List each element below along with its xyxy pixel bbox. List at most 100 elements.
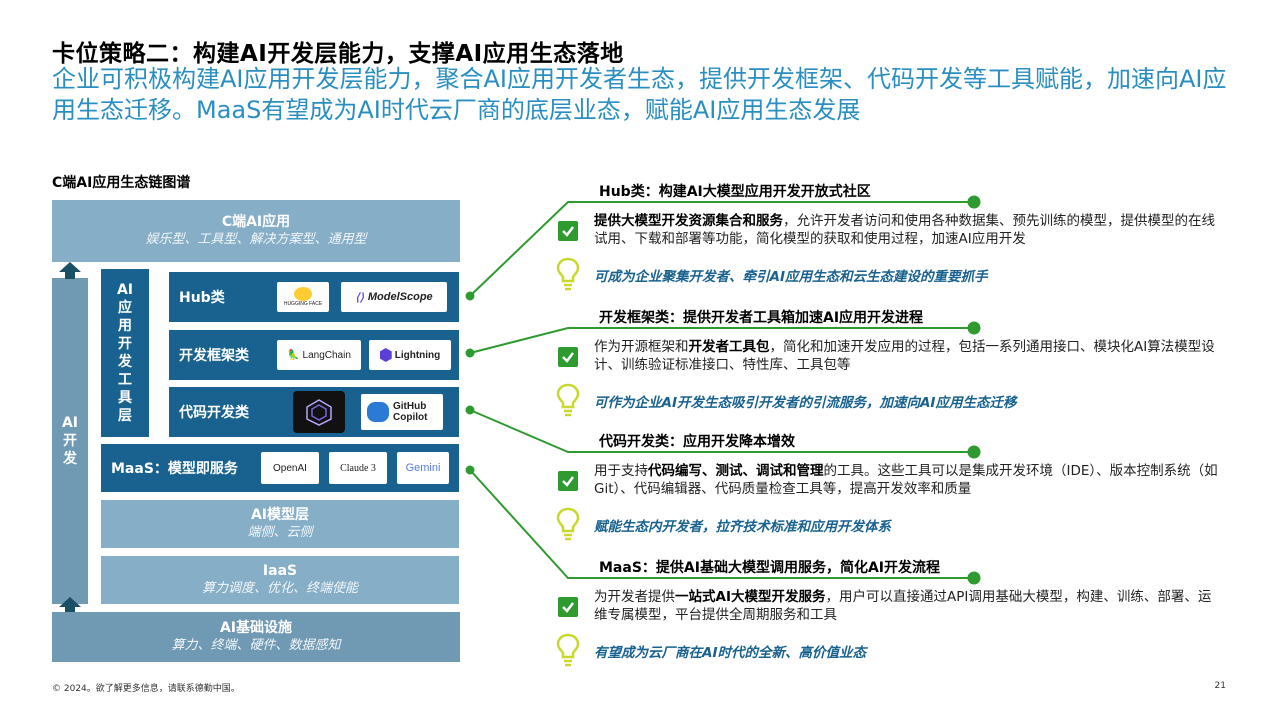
connector-maas: [469, 469, 974, 579]
section-body-rest: ，用户可以直接通过API调用基础大模型，构建、训练、部署、运维专属模型，平台提供…: [594, 589, 1212, 623]
connector-dot: [967, 445, 981, 459]
ai-model-layer-title: AI模型层: [250, 507, 310, 523]
section-note: 可成为企业聚集开发者、牵引AI应用生态和云生态建设的重要抓手: [594, 269, 988, 285]
section-heading: Hub类：构建AI大模型应用开发开放式社区: [599, 184, 871, 200]
hub-row: Hub类 HUGGING FACE ⟨⟩ ModelScope: [169, 272, 459, 322]
diagram-title: C端AI应用生态链图谱: [52, 175, 191, 191]
modelscope-icon: ⟨⟩: [355, 291, 364, 304]
dev-framework-row: 开发框架类 🦜 LangChain Lightning: [169, 330, 459, 380]
gemini-logo: Gemini: [397, 452, 449, 484]
connector-dot: [967, 571, 981, 585]
connector-framework: [469, 327, 974, 354]
checkmark-icon: [558, 221, 578, 241]
gemini-text: Gemini: [405, 462, 441, 474]
ai-infra-title: AI基础设施: [219, 620, 293, 636]
lightbulb-icon: [556, 507, 580, 541]
connector-dot: [967, 321, 981, 335]
claude-logo: Claude 3: [329, 452, 387, 484]
ai-model-layer-box: AI模型层 端侧、云侧: [101, 500, 459, 548]
page-subtitle: 企业可积极构建AI应用开发层能力，聚合AI应用开发者生态，提供开发框架、代码开发…: [52, 65, 1227, 124]
claude-text: Claude 3: [340, 462, 376, 474]
section-heading: 代码开发类：应用开发降本增效: [599, 434, 795, 450]
connector-dot: [465, 405, 475, 415]
section-body-bold: 开发者工具包: [688, 339, 770, 355]
code-dev-row-label: 代码开发类: [179, 405, 249, 421]
ai-infra-sub: 算力、终端、硬件、数据感知: [171, 638, 341, 653]
openai-logo: OpenAI: [261, 452, 319, 484]
arrow-up-icon: [59, 262, 81, 272]
section-body-rest: ，允许开发者访问和使用各种数据集、预先训练的模型，提供模型的在线试用、下载和部署…: [594, 213, 1215, 247]
section-body-rest: ，简化和加速开发应用的过程，包括一系列通用接口、模块化AI算法模型设计、训练验证…: [594, 339, 1215, 373]
connector-code: [469, 409, 974, 453]
connector-dot: [465, 465, 475, 475]
section-note: 有望成为云厂商在AI时代的全新、高价值业态: [594, 645, 866, 661]
lightning-text: Lightning: [394, 349, 441, 361]
section-body-bold: 代码编写、测试、调试和管理: [648, 463, 824, 479]
section-body-bold: 提供大模型开发资源集合和服务: [594, 213, 783, 229]
section-heading: MaaS：提供AI基础大模型调用服务，简化AI开发流程: [599, 560, 940, 576]
section-body-rest: 的工具。这些工具可以是集成开发环境（IDE）、版本控制系统（如Git）、代码编辑…: [594, 463, 1218, 497]
arrow-up-stem: [65, 606, 75, 614]
section-heading: 开发框架类：提供开发者工具箱加速AI应用开发进程: [599, 310, 924, 326]
section-note: 可作为企业AI开发生态吸引开发者的引流服务，加速向AI应用生态迁移: [594, 395, 1017, 411]
checkmark-icon: [558, 597, 578, 617]
section-body-pre: 为开发者提供: [594, 589, 675, 605]
maas-row: MaaS：模型即服务 OpenAI Claude 3 Gemini: [101, 444, 459, 492]
ai-model-layer-sub: 端侧、云侧: [247, 525, 313, 540]
c-end-ai-app-box: C端AI应用 娱乐型、工具型、解决方案型、通用型: [52, 200, 460, 262]
github-copilot-logo: GitHub Copilot: [361, 394, 443, 430]
hugging-face-icon: [294, 287, 312, 301]
iaas-box: IaaS 算力调度、优化、终端使能: [101, 556, 459, 604]
ai-infra-box: AI基础设施 算力、终端、硬件、数据感知: [52, 612, 460, 662]
section-body-bold: 一站式AI大模型开发服务: [675, 589, 826, 605]
iaas-sub: 算力调度、优化、终端使能: [201, 581, 358, 596]
c-end-ai-app-sub: 娱乐型、工具型、解决方案型、通用型: [145, 232, 367, 247]
connector-hub: [469, 201, 974, 297]
lightning-logo: Lightning: [369, 340, 451, 370]
hugging-face-text: HUGGING FACE: [283, 301, 323, 307]
page-title: 卡位策略二：构建AI开发层能力，支撑AI应用生态落地: [52, 41, 624, 67]
page-number: 21: [1214, 681, 1226, 691]
connector-dot: [465, 291, 475, 301]
langchain-logo: 🦜 LangChain: [277, 340, 361, 370]
lightbulb-icon: [556, 633, 580, 667]
checkmark-icon: [558, 347, 578, 367]
section-body-pre: 作为开源框架和: [594, 339, 689, 355]
section-note: 赋能生态内开发者，拉齐技术标准和应用开发体系: [594, 519, 891, 535]
connector-dot: [967, 195, 981, 209]
section-body-pre: 用于支持: [594, 463, 648, 479]
lightbulb-icon: [556, 257, 580, 291]
code-dev-row: 代码开发类 GitHub Copilot: [169, 387, 459, 437]
lightning-icon: [379, 348, 392, 362]
cursor-logo: [293, 391, 345, 433]
hugging-face-logo: HUGGING FACE: [277, 282, 329, 312]
github-copilot-icon: [367, 402, 389, 422]
iaas-title: IaaS: [262, 563, 298, 579]
c-end-ai-app-title: C端AI应用: [221, 214, 291, 230]
arrow-up-stem: [65, 271, 75, 279]
github-copilot-text: GitHub Copilot: [393, 401, 428, 423]
cursor-icon: [306, 399, 332, 426]
hub-row-label: Hub类: [179, 290, 225, 306]
modelscope-logo: ⟨⟩ ModelScope: [341, 282, 447, 312]
openai-text: OpenAI: [273, 462, 307, 474]
section-body: 作为开源框架和开发者工具包，简化和加速开发应用的过程，包括一系列通用接口、模块化…: [594, 338, 1224, 374]
langchain-icon: 🦜: [287, 349, 300, 361]
lightbulb-icon: [556, 383, 580, 417]
maas-row-label: MaaS：模型即服务: [111, 461, 238, 477]
section-body: 用于支持代码编写、测试、调试和管理的工具。这些工具可以是集成开发环境（IDE）、…: [594, 462, 1224, 498]
arrow-up-icon: [59, 597, 81, 607]
section-body: 为开发者提供一站式AI大模型开发服务，用户可以直接通过API调用基础大模型，构建…: [594, 588, 1224, 624]
checkmark-icon: [558, 471, 578, 491]
langchain-text: LangChain: [302, 349, 351, 361]
modelscope-text: ModelScope: [367, 291, 433, 303]
connector-dot: [465, 348, 475, 358]
section-body: 提供大模型开发资源集合和服务，允许开发者访问和使用各种数据集、预先训练的模型，提…: [594, 212, 1224, 248]
dev-framework-row-label: 开发框架类: [179, 348, 249, 364]
footer-copyright: © 2024。欲了解更多信息，请联系德勤中国。: [52, 684, 240, 694]
